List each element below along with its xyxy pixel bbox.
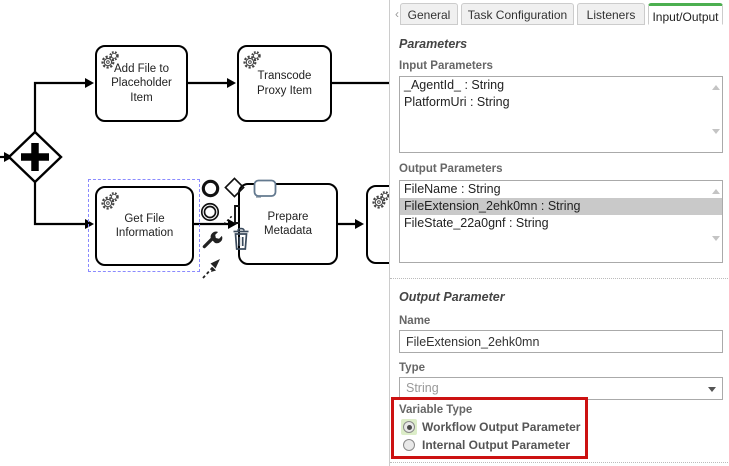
input-parameters-listbox[interactable]: _AgentId_ : String PlatformUri : String xyxy=(399,76,723,153)
type-select-value: String xyxy=(406,381,439,395)
properties-tab-bar: ‹ General Task Configuration Listeners I… xyxy=(390,3,729,27)
radio-highlight xyxy=(401,437,417,453)
scroll-down-icon[interactable] xyxy=(712,129,720,134)
list-item-selected[interactable]: FileExtension_2ehk0mn : String xyxy=(400,198,722,215)
task-label: Add File to Placeholder Item xyxy=(111,62,172,104)
parallel-gateway xyxy=(7,130,63,184)
service-task-gear-icon xyxy=(372,191,390,209)
name-input[interactable] xyxy=(399,330,723,353)
list-item[interactable]: FileName : String xyxy=(404,182,501,196)
variable-type-label: Variable Type xyxy=(399,404,473,416)
selection-outline xyxy=(88,179,200,272)
name-label: Name xyxy=(399,315,431,327)
sequence-flows xyxy=(0,78,392,229)
list-item[interactable]: FileState_22a0gnf : String xyxy=(404,216,549,230)
radio-internal-output-parameter[interactable]: Internal Output Parameter xyxy=(401,437,570,453)
append-task-icon[interactable] xyxy=(250,177,278,201)
properties-panel: ‹ General Task Configuration Listeners I… xyxy=(389,0,729,466)
service-task-gear-icon xyxy=(101,51,119,69)
delete-trash-icon[interactable] xyxy=(229,225,253,252)
task-label: Transcode Proxy Item xyxy=(257,70,312,97)
section-divider xyxy=(390,462,729,463)
task-label: Get File Information xyxy=(115,212,174,239)
append-text-annotation-icon[interactable] xyxy=(222,200,248,228)
radio-button-icon[interactable] xyxy=(403,421,415,433)
task-prepare-metadata[interactable]: Prepare Metadata xyxy=(238,183,338,265)
append-end-event-icon[interactable] xyxy=(200,178,221,199)
radio-workflow-output-parameter[interactable]: Workflow Output Parameter xyxy=(401,419,580,435)
output-parameters-label: Output Parameters xyxy=(399,163,503,175)
chevron-down-icon xyxy=(708,387,716,392)
tab-input-output[interactable]: Input/Output xyxy=(648,3,723,25)
list-item[interactable]: _AgentId_ : String xyxy=(404,78,505,92)
service-task-gear-icon xyxy=(243,51,261,69)
task-transcode[interactable]: Transcode Proxy Item xyxy=(237,45,332,122)
output-parameters-listbox[interactable]: FileName : String FileExtension_2ehk0mn … xyxy=(399,180,723,263)
scroll-up-icon[interactable] xyxy=(712,189,720,194)
type-select[interactable]: String xyxy=(399,377,723,400)
scroll-up-icon[interactable] xyxy=(712,85,720,90)
task-get-file[interactable]: Get File Information xyxy=(95,186,194,266)
radio-label: Workflow Output Parameter xyxy=(422,420,581,434)
task-label: Prepare Metadata xyxy=(264,210,312,237)
connect-arrow-icon[interactable] xyxy=(200,253,224,281)
radio-highlight xyxy=(401,419,417,435)
tab-listeners[interactable]: Listeners xyxy=(577,3,645,25)
section-divider xyxy=(390,278,729,279)
radio-button-icon[interactable] xyxy=(403,439,415,451)
scroll-down-icon[interactable] xyxy=(712,236,720,241)
list-item[interactable]: PlatformUri : String xyxy=(404,95,510,109)
tab-scroll-left-icon[interactable]: ‹ xyxy=(395,7,399,21)
type-label: Type xyxy=(399,362,425,374)
radio-label: Internal Output Parameter xyxy=(422,438,571,452)
output-parameter-heading: Output Parameter xyxy=(399,290,505,304)
tab-general[interactable]: General xyxy=(400,3,458,25)
parameters-heading: Parameters xyxy=(399,37,468,51)
change-type-wrench-icon[interactable] xyxy=(201,227,224,250)
input-parameters-label: Input Parameters xyxy=(399,60,493,72)
task-add-file[interactable]: Add File to Placeholder Item xyxy=(95,45,188,122)
append-intermediate-event-icon[interactable] xyxy=(199,201,221,223)
append-gateway-icon[interactable] xyxy=(223,176,246,199)
service-task-gear-icon xyxy=(101,192,119,210)
tab-task-configuration[interactable]: Task Configuration xyxy=(461,3,574,25)
